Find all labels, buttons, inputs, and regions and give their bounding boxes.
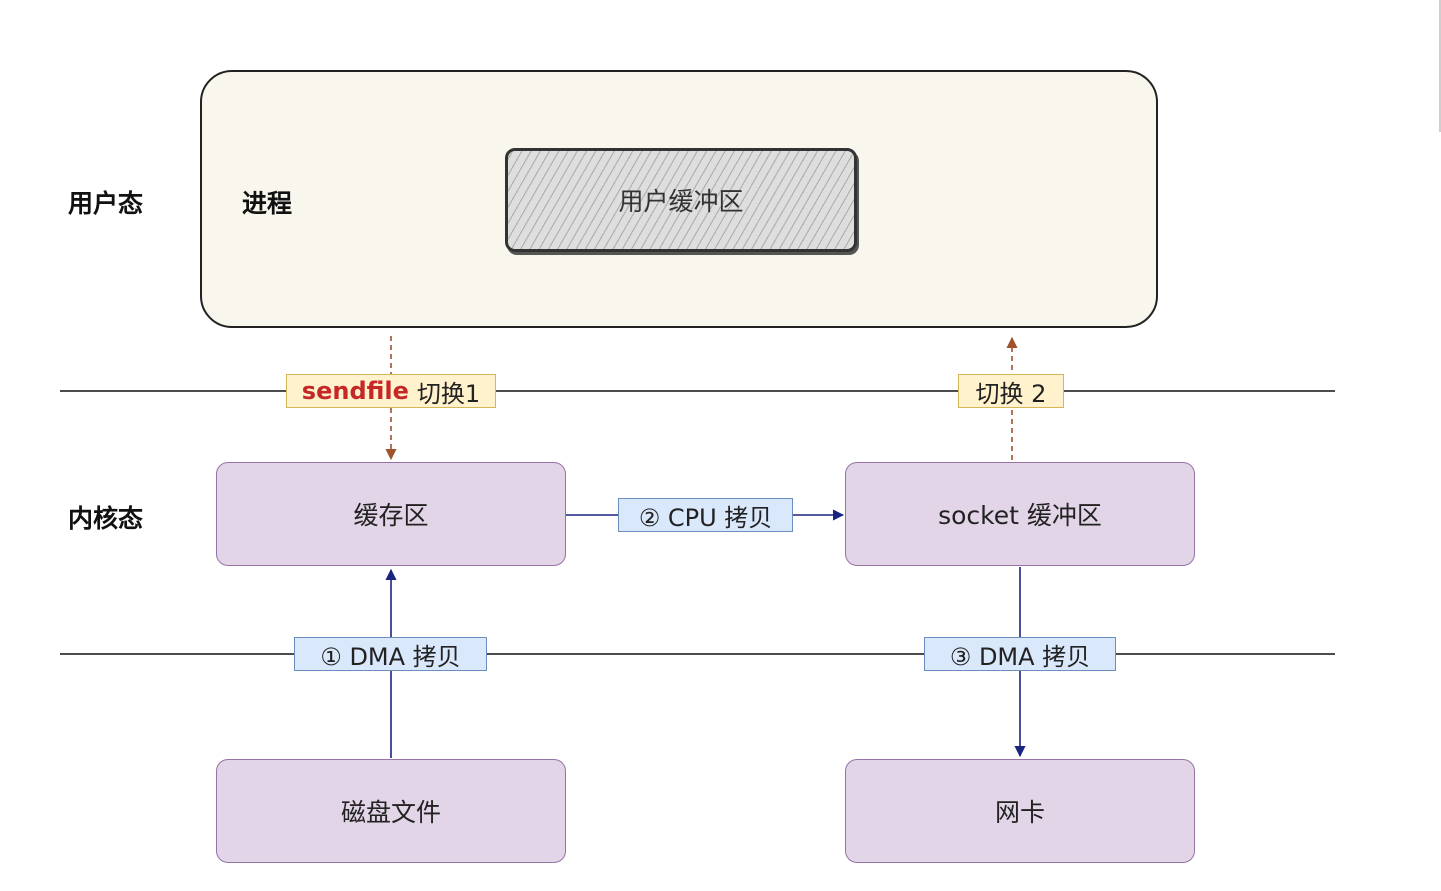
nic-label: 网卡 [994, 798, 1045, 827]
switch-1-text: 切换1 [416, 379, 481, 408]
nic-box: 网卡 [845, 759, 1195, 863]
switch-2-label: 切换 2 [958, 374, 1064, 408]
disk-file-label: 磁盘文件 [340, 798, 441, 827]
socket-buffer-label: socket 缓冲区 [938, 501, 1102, 530]
process-label: 进程 [242, 189, 293, 218]
user-mode-label: 用户态 [68, 189, 144, 218]
scrollbar-edge [1439, 0, 1441, 132]
page-cache-label: 缓存区 [353, 501, 429, 530]
dma-copy-1-label: ① DMA 拷贝 [294, 637, 487, 671]
socket-buffer-box: socket 缓冲区 [845, 462, 1195, 566]
user-buffer-box: 用户缓冲区 [505, 148, 857, 252]
kernel-mode-label: 内核态 [68, 504, 144, 533]
page-cache-box: 缓存区 [216, 462, 566, 566]
user-buffer-label: 用户缓冲区 [618, 187, 744, 216]
switch-1-label: sendfile 切换1 [286, 374, 496, 408]
disk-file-box: 磁盘文件 [216, 759, 566, 863]
dma-copy-3-label: ③ DMA 拷贝 [924, 637, 1116, 671]
sendfile-keyword: sendfile [301, 377, 409, 405]
cpu-copy-2-label: ② CPU 拷贝 [618, 498, 793, 532]
